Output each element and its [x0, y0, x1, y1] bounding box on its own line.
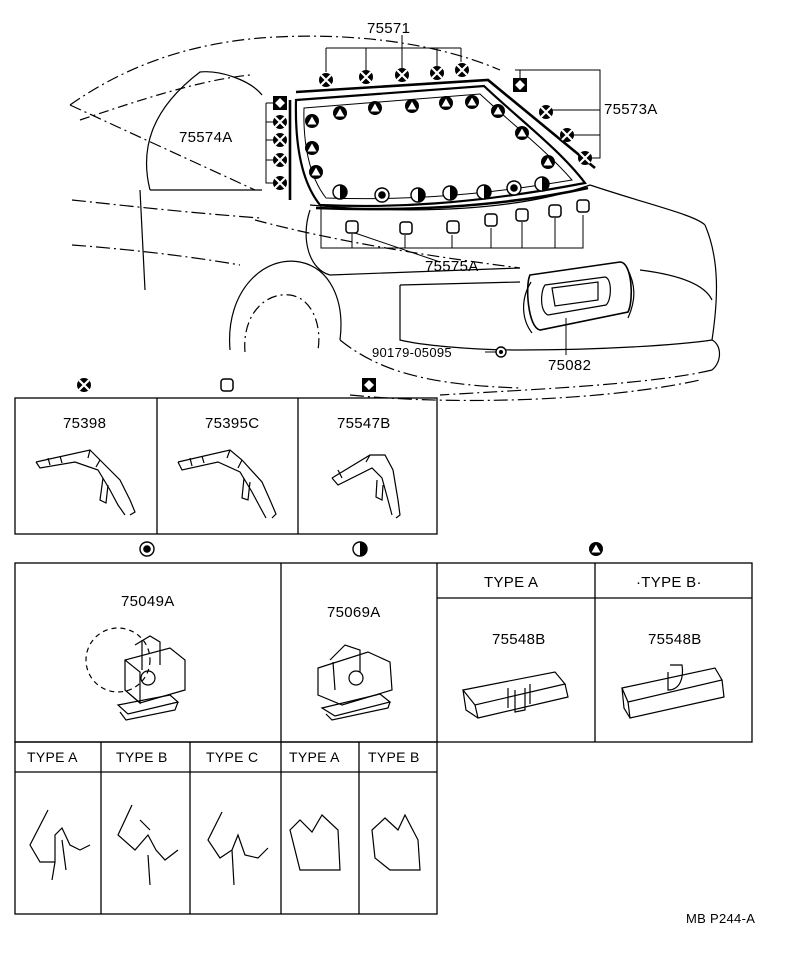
panel-label-75548B-b: 75548B [648, 631, 702, 648]
clip-type-a-header: TYPE A [484, 574, 539, 591]
panel-label-75548B-a: 75548B [492, 631, 546, 648]
callout-75574A: 75574A [179, 129, 233, 146]
panel-label-75398: 75398 [63, 415, 107, 432]
callout-leaders [265, 35, 601, 355]
profile-type-a-2: TYPE A [289, 749, 340, 765]
part-sketches [29, 449, 725, 886]
section-symbols [75, 376, 603, 557]
profile-type-b-1: TYPE B [116, 749, 168, 765]
panel-label-75069A: 75069A [327, 604, 381, 621]
callout-75573A: 75573A [604, 101, 658, 118]
clip-type-b-header: ·TYPE B· [636, 574, 702, 591]
profile-type-b-2: TYPE B [368, 749, 420, 765]
profile-type-a-1: TYPE A [27, 749, 78, 765]
callout-75082: 75082 [548, 357, 592, 374]
profile-type-c-1: TYPE C [206, 749, 259, 765]
diagram-code: MB P244-A [686, 911, 756, 926]
panel-label-75049A: 75049A [121, 593, 175, 610]
panel-frames [14, 397, 753, 915]
panel-label-75395C: 75395C [205, 415, 260, 432]
callout-75571: 75571 [367, 20, 411, 37]
callout-90179-05095: 90179-05095 [372, 345, 452, 360]
panel-label-75547B: 75547B [337, 415, 391, 432]
car-symbols [271, 61, 594, 358]
callout-75575A: 75575A [425, 258, 479, 275]
